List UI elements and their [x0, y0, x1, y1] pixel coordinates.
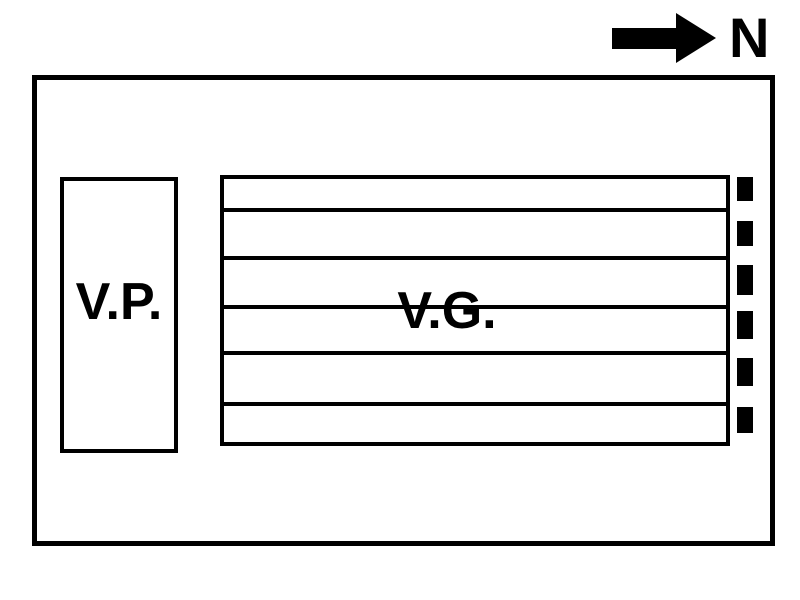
vg-divider: [224, 208, 726, 212]
vg-divider: [224, 256, 726, 260]
vg-label: V.G.: [397, 281, 497, 340]
dash-mark: [737, 221, 753, 246]
dash-mark: [737, 407, 753, 433]
vg-divider: [224, 402, 726, 406]
dash-mark: [737, 311, 753, 339]
vp-rect: V.P.: [60, 177, 178, 453]
vg-rect: V.G.: [220, 175, 730, 446]
dash-mark: [737, 358, 753, 386]
vg-divider: [224, 351, 726, 355]
dash-mark: [737, 177, 753, 201]
vp-label: V.P.: [75, 272, 163, 331]
vg-divider: [224, 305, 726, 309]
north-arrow-icon: [676, 13, 716, 63]
dash-mark: [737, 265, 753, 295]
north-arrow-shaft: [612, 28, 678, 49]
north-label: N: [729, 6, 770, 69]
